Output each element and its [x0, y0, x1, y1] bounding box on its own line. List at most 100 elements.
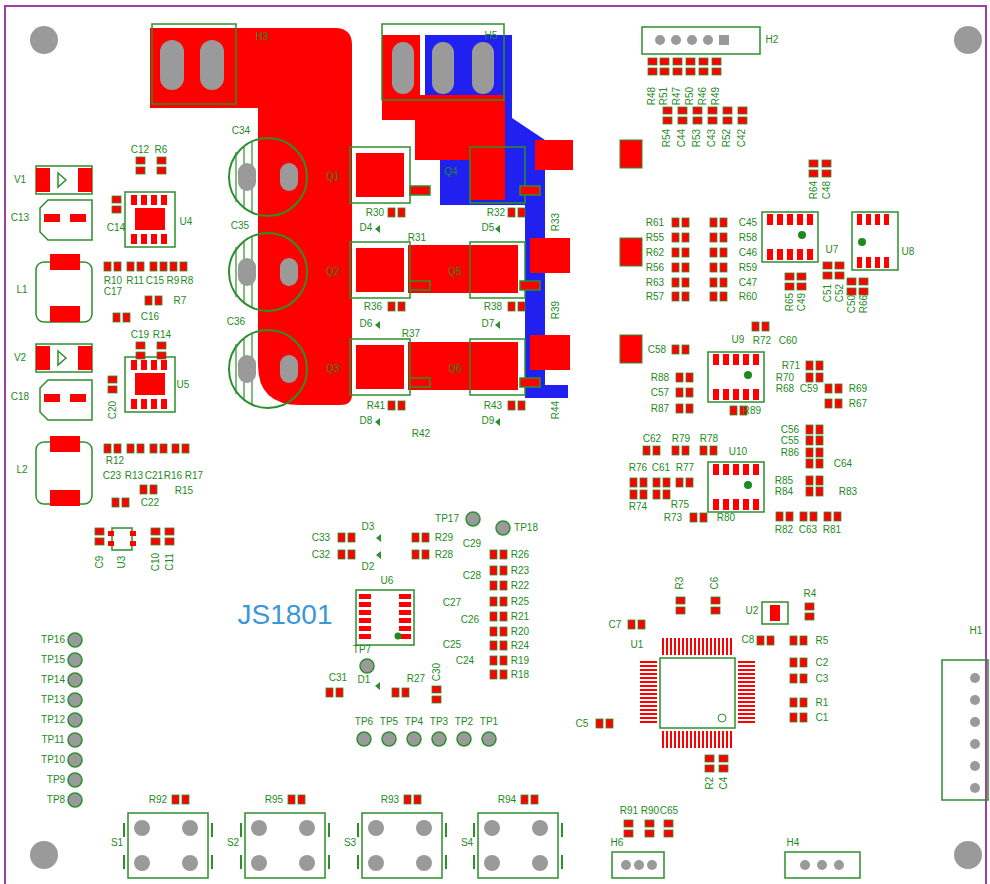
- part-designator: C16: [141, 312, 159, 322]
- mosfet-footprint: [350, 147, 540, 395]
- part-designator: R87: [651, 404, 669, 414]
- power-parts: [36, 166, 175, 550]
- part-designator: H3: [256, 32, 269, 42]
- part-designator: R47: [672, 87, 682, 105]
- part-designator: R46: [698, 87, 708, 105]
- part-designator: C55: [781, 436, 799, 446]
- part-designator: C10: [151, 553, 161, 571]
- part-designator: C20: [108, 401, 118, 419]
- part-designator: R19: [511, 656, 529, 666]
- part-designator: C62: [643, 434, 661, 444]
- part-designator: R27: [407, 674, 425, 684]
- part-designator: C64: [834, 459, 852, 469]
- part-designator: C26: [461, 615, 479, 625]
- part-designator: TP8: [47, 795, 65, 805]
- part-designator: R50: [685, 87, 695, 105]
- part-designator: R91: [620, 806, 638, 816]
- part-designator: C19: [131, 330, 149, 340]
- connector-footprint: [152, 24, 988, 878]
- part-designator: C52: [835, 284, 845, 302]
- part-designator: R62: [646, 248, 664, 258]
- part-designator: C59: [800, 384, 818, 394]
- part-designator: D2: [362, 562, 375, 572]
- part-designator: R49: [711, 87, 721, 105]
- part-designator: R22: [511, 581, 529, 591]
- part-designator: R44: [551, 401, 561, 419]
- capacitor-footprint: [229, 138, 307, 408]
- part-designator: R1: [816, 698, 829, 708]
- part-designator: S1: [111, 838, 123, 848]
- part-designator: D8: [360, 416, 373, 426]
- part-designator: C46: [739, 248, 757, 258]
- part-designator: R60: [739, 292, 757, 302]
- part-designator: R83: [839, 487, 857, 497]
- part-designator: R66: [859, 295, 869, 313]
- part-designator: TP7: [353, 645, 371, 655]
- part-designator: C56: [781, 425, 799, 435]
- part-designator: U4: [180, 217, 193, 227]
- part-designator: C47: [739, 278, 757, 288]
- part-designator: U7: [826, 245, 839, 255]
- part-designator: R8: [181, 276, 194, 286]
- part-designator: R67: [849, 399, 867, 409]
- part-designator: R29: [435, 533, 453, 543]
- part-designator: U3: [117, 556, 127, 569]
- part-designator: C13: [11, 213, 29, 223]
- part-designator: TP1: [480, 717, 498, 727]
- part-designator: R39: [551, 301, 561, 319]
- part-designator: R71: [782, 361, 800, 371]
- board-edge: [5, 6, 986, 884]
- part-designator: D7: [482, 319, 495, 329]
- part-designator: R77: [676, 463, 694, 473]
- part-designator: TP2: [455, 717, 473, 727]
- part-designator: R56: [646, 263, 664, 273]
- part-designator: R93: [381, 795, 399, 805]
- part-designator: C11: [165, 553, 175, 571]
- part-designator: R18: [511, 670, 529, 680]
- part-designator: R82: [775, 525, 793, 535]
- part-designator: TP12: [41, 715, 65, 725]
- part-designator: R42: [412, 429, 430, 439]
- part-designator: R86: [781, 448, 799, 458]
- part-designator: TP3: [430, 717, 448, 727]
- part-designator: R64: [809, 181, 819, 199]
- part-designator: V1: [14, 175, 26, 185]
- part-designator: R63: [646, 278, 664, 288]
- part-designator: R94: [498, 795, 516, 805]
- part-designator: D4: [360, 223, 373, 233]
- part-designator: R32: [487, 208, 505, 218]
- part-designator: TP16: [41, 635, 65, 645]
- part-designator: C29: [463, 539, 481, 549]
- part-designator: R84: [775, 487, 793, 497]
- part-designator: C23: [103, 471, 121, 481]
- part-designator: C48: [822, 181, 832, 199]
- part-designator: C50: [847, 295, 857, 313]
- part-designator: C24: [456, 656, 474, 666]
- part-designator: R37: [402, 329, 420, 339]
- part-designator: R57: [646, 292, 664, 302]
- part-designator: TP17: [435, 514, 459, 524]
- part-designator: L1: [16, 285, 27, 295]
- part-designator: TP18: [514, 523, 538, 533]
- part-designator: C4: [719, 777, 729, 790]
- part-designator: R31: [408, 233, 426, 243]
- part-designator: R23: [511, 566, 529, 576]
- part-designator: R9: [167, 276, 180, 286]
- part-designator: R85: [775, 476, 793, 486]
- part-designator: R33: [551, 213, 561, 231]
- part-designator: C25: [443, 640, 461, 650]
- part-designator: C49: [797, 293, 807, 311]
- part-designator: L2: [16, 465, 27, 475]
- part-designator: Q6: [448, 364, 461, 374]
- part-designator: C61: [652, 463, 670, 473]
- part-designator: U9: [732, 335, 745, 345]
- part-designator: Q4: [444, 167, 457, 177]
- part-designator: R26: [511, 550, 529, 560]
- part-designator: R4: [804, 589, 817, 599]
- part-designator: C60: [779, 336, 797, 346]
- part-designator: R43: [484, 401, 502, 411]
- part-designator: C15: [146, 276, 164, 286]
- part-designator: R51: [659, 87, 669, 105]
